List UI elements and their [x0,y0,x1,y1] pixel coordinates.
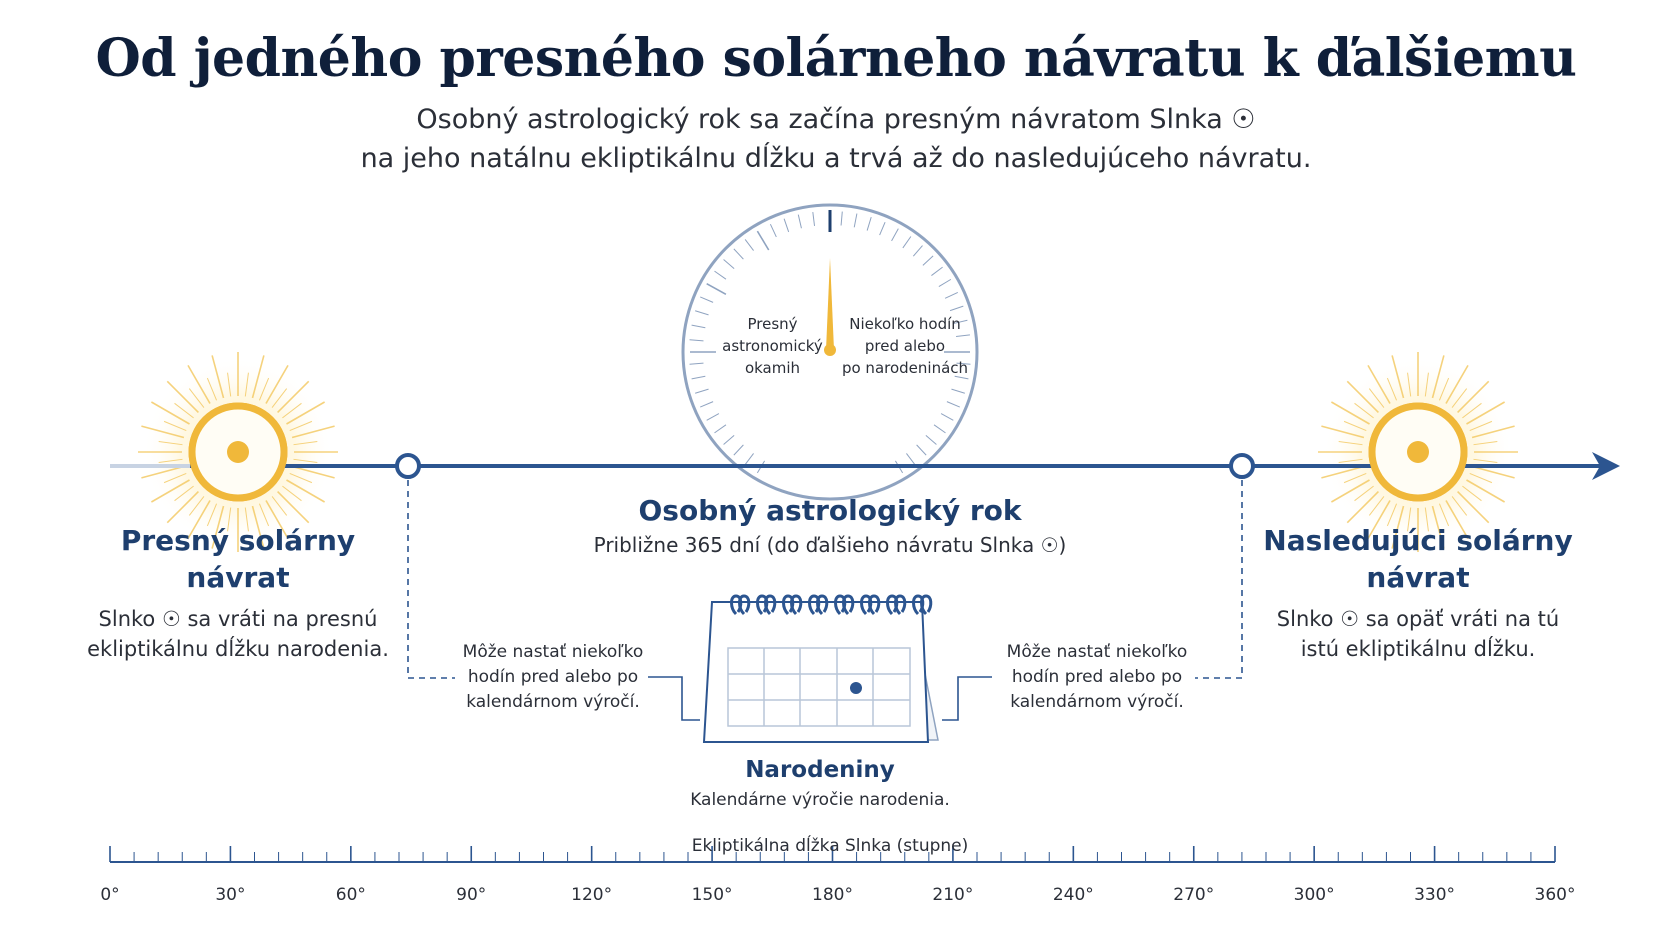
timeline-arrow-icon [1592,452,1620,480]
dial-left-label: Presný astronomický okamih [722,315,823,377]
birthday-dot [850,682,862,694]
degree-axis [109,846,1556,863]
axis-tick-label: 300° [1293,885,1335,905]
dial-needle [826,258,834,350]
axis-tick-label: 360° [1534,885,1576,905]
right-note: Môže nastať niekoľko hodín pred alebo po… [1006,642,1188,712]
axis-tick-label: 60° [335,885,366,905]
birthday-description: Kalendárne výročie narodenia. [690,790,950,810]
left-event-title: Presný solárny návrat [120,524,356,594]
dial-gauge [681,203,979,501]
dial-needle-hub [824,344,836,356]
axis-tick-label: 120° [571,885,613,905]
right-marker-icon [1229,453,1255,479]
dial-right-label: Niekoľko hodín pred alebo po narodeninác… [841,315,969,377]
right-bracket [942,676,992,721]
left-bracket [648,676,700,721]
axis-tick-label: 150° [691,885,733,905]
middle-event-description: Približne 365 dní (do ďalšieho návratu S… [593,533,1067,557]
axis-tick-label: 330° [1414,885,1456,905]
axis-title: Ekliptikálna dĺžka Slnka (stupne) [691,836,969,856]
left-note: Môže nastať niekoľko hodín pred alebo po… [462,642,644,712]
axis-tick-label: 180° [812,885,853,905]
calendar-icon [702,594,939,743]
axis-tick-label: 90° [456,885,487,905]
axis-tick-label: 0° [100,885,120,905]
birthday-title: Narodeniny [745,757,895,783]
right-dashed-connector [1195,480,1243,679]
page-title: Od jedného presného solárneho návratu k … [95,28,1577,89]
axis-tick-label: 30° [215,885,246,905]
middle-event-title: Osobný astrologický rok [638,494,1022,527]
subtitle-line-2: na jeho natálnu ekliptikálnu dĺžku a trv… [360,143,1312,174]
axis-tick-label: 210° [932,885,974,905]
subtitle-line-1: Osobný astrologický rok sa začína presný… [416,104,1256,135]
dial-ticks [689,211,971,474]
right-event-title: Nasledujúci solárny návrat [1263,524,1573,594]
axis-tick-label: 240° [1052,885,1094,905]
left-event-description: Slnko ☉ sa vráti na presnú ekliptikálnu … [87,607,389,661]
left-dashed-connector [407,480,455,679]
axis-tick-label: 270° [1173,885,1215,905]
left-marker-icon [395,453,421,479]
right-event-description: Slnko ☉ sa opäť vráti na tú istú eklipti… [1276,607,1560,661]
